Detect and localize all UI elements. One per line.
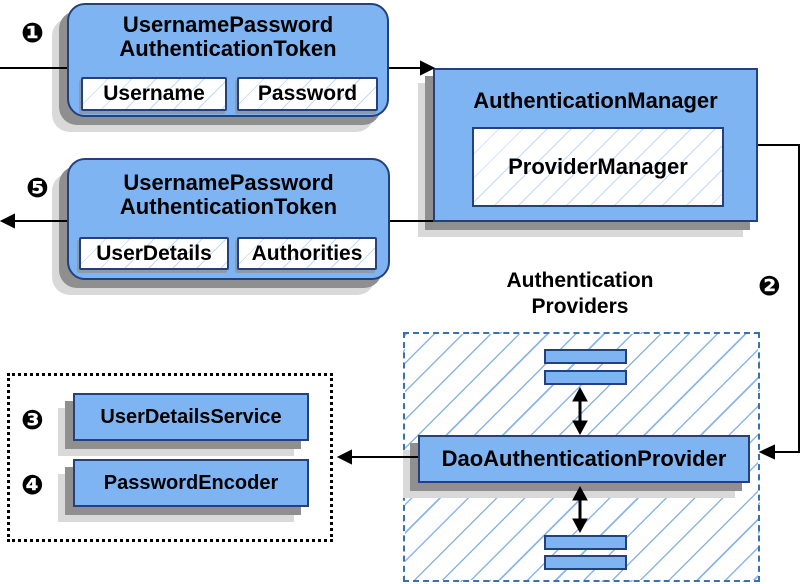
token-request-title-line1: UsernamePassword [122, 12, 334, 37]
authorities-field-box: Authorities [237, 237, 377, 270]
authentication-providers-heading-line1: Authentication [506, 269, 654, 292]
dao-authentication-provider-label: DaoAuthenticationProvider [441, 446, 727, 471]
step-3-badge: ❸ [21, 405, 44, 436]
dao-authentication-provider-box: DaoAuthenticationProvider [418, 435, 750, 483]
username-password-authentication-token-request-box: UsernamePassword AuthenticationToken Use… [67, 3, 389, 117]
provider-slot-bar [544, 555, 627, 570]
password-encoder-box: PasswordEncoder [73, 459, 309, 507]
password-field-label: Password [257, 82, 358, 105]
authentication-manager-title: AuthenticationManager [473, 88, 718, 113]
username-password-authentication-token-response-box: UsernamePassword AuthenticationToken Use… [67, 158, 390, 280]
password-encoder-label: PasswordEncoder [103, 471, 279, 494]
services-container [7, 373, 333, 542]
step-1-badge: ❶ [21, 18, 44, 49]
username-field-box: Username [81, 77, 227, 111]
step-4-badge: ❹ [21, 470, 44, 501]
token-request-title: UsernamePassword AuthenticationToken [69, 5, 387, 61]
token-request-title-line2: AuthenticationToken [119, 36, 337, 61]
user-details-service-label: UserDetailsService [100, 405, 282, 428]
provider-manager-label: ProviderManager [508, 154, 688, 179]
user-details-service-box: UserDetailsService [73, 393, 309, 441]
step-2-badge: ❷ [758, 271, 781, 302]
provider-manager-box: ProviderManager [472, 127, 724, 207]
user-details-field-label: UserDetails [96, 241, 212, 265]
token-response-title: UsernamePassword AuthenticationToken [69, 160, 388, 219]
password-field-box: Password [237, 77, 378, 111]
arrowhead-into-dao-provider [758, 444, 775, 460]
authentication-providers-heading: Authentication Providers [455, 268, 705, 320]
arrowhead-out-left [0, 213, 15, 229]
provider-slot-bar [544, 535, 627, 550]
authorities-field-label: Authorities [251, 241, 363, 265]
arrowhead-into-authentication-manager [420, 60, 436, 76]
authentication-providers-heading-line2: Providers [531, 295, 629, 318]
username-field-label: Username [103, 82, 205, 105]
provider-slot-bar [544, 349, 627, 364]
user-details-field-box: UserDetails [79, 237, 229, 270]
step-5-badge: ❺ [26, 173, 49, 204]
token-response-title-line1: UsernamePassword [123, 170, 334, 195]
authentication-manager-box: AuthenticationManager ProviderManager [433, 68, 758, 222]
arrowhead-into-services [336, 449, 352, 465]
token-response-title-line2: AuthenticationToken [119, 194, 338, 219]
provider-slot-bar [544, 370, 627, 385]
